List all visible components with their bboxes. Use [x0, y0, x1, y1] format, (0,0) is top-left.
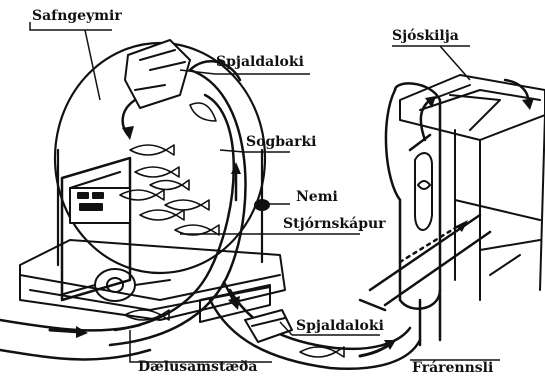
- label-safngeymir: Safngeymir: [32, 8, 122, 24]
- sensor: [254, 199, 270, 211]
- inflow-arrow-head: [76, 326, 88, 338]
- label-sjoskilja: Sjóskilja: [392, 28, 459, 44]
- riser-window: [415, 153, 432, 230]
- inflow-pipe: [0, 320, 150, 359]
- control-cabinet: [70, 188, 130, 223]
- label-daelusamstaeda: Dælusamstæða: [138, 359, 257, 375]
- label-nemi: Nemi: [296, 189, 338, 205]
- label-sogbarki: Sogbarki: [246, 134, 317, 150]
- top-flap-valve: [125, 40, 190, 108]
- label-stjornskapur: Stjórnskápur: [283, 216, 386, 232]
- valve-arrow-head: [122, 126, 134, 140]
- label-frarennsli: Frárennsli: [412, 360, 493, 376]
- label-spjaldaloki-top: Spjaldaloki: [216, 54, 304, 70]
- inflow-arrow: [50, 330, 80, 332]
- label-spjaldaloki-bottom: Spjaldaloki: [296, 318, 384, 334]
